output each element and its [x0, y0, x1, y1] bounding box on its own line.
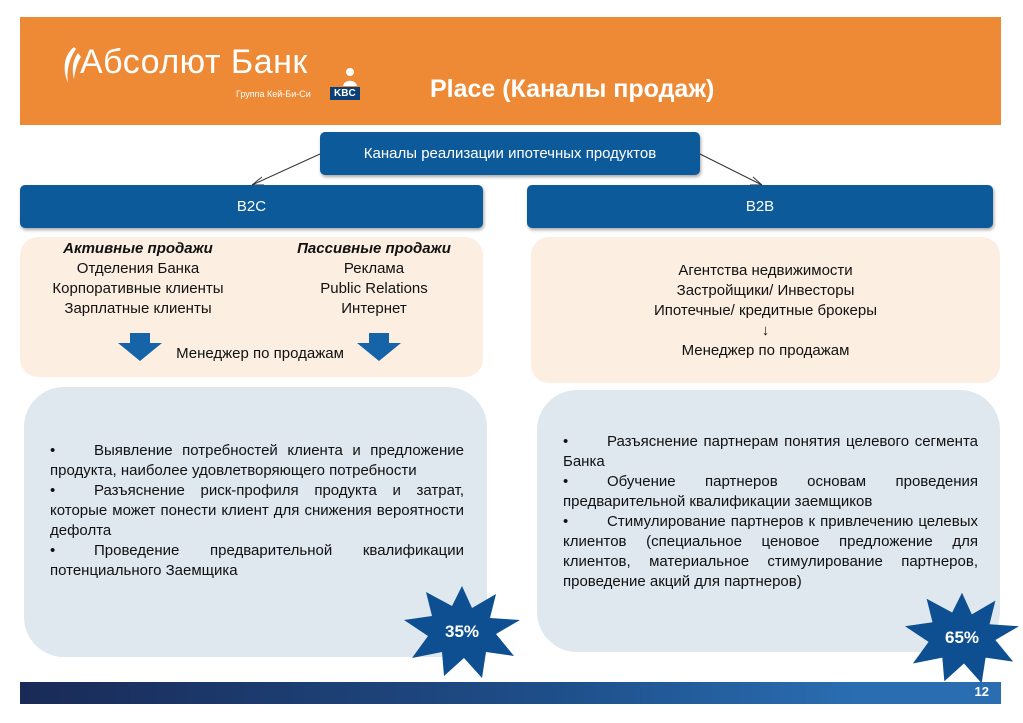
b2c-header: B2C [20, 185, 483, 228]
b2b-share-label: 65% [944, 628, 980, 647]
b2b-channels-panel: Агентства недвижимости Застройщики/ Инве… [531, 237, 1000, 383]
passive-sales-item: Реклама [343, 260, 405, 277]
b2c-tasks-list: •Выявление потребностей клиента и предло… [50, 441, 464, 581]
page-number: 12 [974, 684, 989, 699]
b2b-sales-manager: Менеджер по продажам [681, 342, 850, 359]
passive-sales-item: Интернет [341, 300, 407, 317]
b2b-header: B2B [527, 185, 993, 228]
list-item: •Разъяснение риск-профиля продукта и зат… [50, 481, 464, 541]
bank-logo: Абсолют Банк Группа Кей-Би-Си KBC [60, 43, 380, 103]
list-item: •Стимулирование партнеров к привлечению … [563, 512, 978, 592]
list-item: •Разъяснение партнерам понятия целевого … [563, 432, 978, 472]
b2b-partner-item: Застройщики/ Инвесторы [676, 282, 855, 299]
bullet-text: Стимулирование партнеров к привлечению ц… [563, 513, 978, 590]
bullet-icon: • [50, 442, 56, 459]
logo-subtitle: Группа Кей-Би-Си [236, 89, 311, 99]
kbc-badge: KBC [330, 87, 360, 100]
active-sales-column: Активные продажи Отделения Банка Корпора… [20, 239, 256, 319]
bullet-icon: • [563, 473, 569, 490]
logo-name: Абсолют Банк [80, 43, 308, 81]
b2b-partner-list: Агентства недвижимости Застройщики/ Инве… [531, 261, 1000, 361]
bullet-text: Разъяснение партнерам понятия целевого с… [563, 433, 978, 470]
page-title: Place (Каналы продаж) [430, 75, 715, 103]
starburst-65-icon [905, 592, 1019, 684]
b2b-tasks-list: •Разъяснение партнерам понятия целевого … [563, 432, 978, 592]
down-arrow-icon [357, 333, 401, 361]
down-arrow-icon [118, 333, 162, 361]
b2c-channels-panel: Активные продажи Отделения Банка Корпора… [20, 237, 483, 377]
bullet-text: Выявление потребностей клиента и предлож… [50, 442, 464, 479]
bullet-text: Разъяснение риск-профиля продукта и затр… [50, 482, 464, 539]
list-item: •Обучение партнеров основам проведения п… [563, 472, 978, 512]
b2b-partner-item: Агентства недвижимости [678, 262, 853, 279]
active-sales-item: Зарплатные клиенты [64, 300, 212, 317]
header-banner: Абсолют Банк Группа Кей-Би-Си KBC Place … [20, 17, 1001, 125]
passive-sales-column: Пассивные продажи Реклама Public Relatio… [252, 239, 496, 319]
active-sales-item: Отделения Банка [76, 260, 200, 277]
passive-sales-item: Public Relations [320, 280, 428, 297]
active-sales-item: Корпоративные клиенты [52, 280, 224, 297]
b2c-share-label: 35% [444, 622, 480, 641]
passive-sales-heading: Пассивные продажи [297, 240, 451, 257]
bullet-icon: • [50, 482, 56, 499]
down-arrow-glyph: ↓ [761, 322, 770, 339]
bullet-text: Проведение предварительной квалификации … [50, 542, 464, 579]
list-item: •Проведение предварительной квалификации… [50, 541, 464, 581]
bullet-icon: • [50, 542, 56, 559]
footer-bar: 12 [20, 682, 1001, 704]
bullet-text: Обучение партнеров основам проведения пр… [563, 473, 978, 510]
channels-title-box: Каналы реализации ипотечных продуктов [320, 132, 700, 175]
b2b-partner-item: Ипотечные/ кредитные брокеры [654, 302, 877, 319]
b2b-tasks-panel: •Разъяснение партнерам понятия целевого … [537, 390, 1000, 652]
leaf-logo-icon [64, 47, 81, 83]
bullet-icon: • [563, 433, 569, 450]
list-item: •Выявление потребностей клиента и предло… [50, 441, 464, 481]
starburst-35-icon [404, 586, 520, 678]
kbc-figure-icon [343, 68, 357, 86]
b2c-sales-manager: Менеджер по продажам [176, 345, 344, 362]
bullet-icon: • [563, 513, 569, 530]
b2c-tasks-panel: •Выявление потребностей клиента и предло… [24, 387, 487, 657]
active-sales-heading: Активные продажи [63, 240, 213, 257]
